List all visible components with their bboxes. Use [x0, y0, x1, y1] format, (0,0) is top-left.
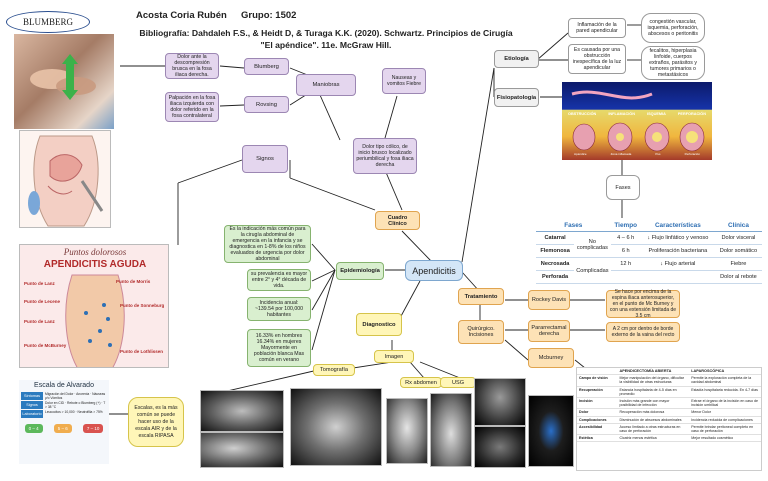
pararectal-node: Pararrectamal derecha: [528, 320, 570, 342]
epidemiology-fact-4: 16.33% en hombres 16.34% en mujeres Mayo…: [247, 329, 311, 367]
poster-title-small: Puntos dolorosos: [63, 247, 127, 257]
rovsing-anatomy-image: [19, 130, 111, 228]
doppler-image: [528, 395, 574, 467]
pain-description-node: Dolor tipo cólico, de inicio brusco loca…: [353, 138, 417, 174]
xray-image-1: [386, 398, 428, 464]
blumberg-description: Dolor ante la descompresión brusca en la…: [165, 53, 219, 79]
torso-illustration: [65, 274, 125, 367]
fases-node: Fases: [606, 175, 640, 200]
signos-node: Signos: [242, 145, 288, 173]
alvarado-scores: 0 – 4 5 – 6 7 – 10: [19, 424, 109, 433]
etiologia-node: Etiología: [494, 50, 539, 68]
rx-abdomen-node: Rx abdomen: [400, 377, 442, 388]
blumberg-node: Blumberg: [244, 58, 289, 75]
poster-point-6: Punto de McBurney: [24, 343, 67, 348]
etiology-cause-2: fecalitos, hiperplasia linfoide, cuerpos…: [641, 46, 705, 80]
ct-image-3: [290, 388, 382, 466]
surgery-comparison-table: Apendicectomía abierta Laparoscópica Cam…: [576, 367, 762, 471]
usg-image-1: [474, 378, 526, 426]
alvarado-title: Escala de Alvarado: [34, 382, 94, 389]
phases-row: Flemonosa 6 h Proliferación bacteriana D…: [536, 244, 762, 258]
epidemiology-fact-2: su prevalencia es mayor entre 2° y 4° dé…: [247, 269, 311, 291]
nausea-node: Nauseas y vomitos Fiebre: [382, 68, 426, 94]
abdomen-illustration: [28, 135, 104, 227]
epidemiology-fact-1: Es la indicación más común para la cirug…: [224, 225, 311, 263]
pathophysiology-captions: Apéndice Zona inflamada Pus Perforación: [574, 152, 700, 156]
rockey-davis-node: Rockey Davis: [528, 290, 570, 310]
mcburney-node: Mcburney: [528, 348, 574, 368]
poster-point-3: Punto de Lecene: [24, 299, 61, 304]
comparison-header-row: Apendicectomía abierta Laparoscópica: [577, 368, 761, 376]
poster-point-4: Punto de Sonneburg: [120, 303, 165, 308]
author-name: Acosta Coria Rubén: [136, 10, 227, 21]
pathophysiology-stage-labels: OBSTRUCCIÓN INFLAMACIÓN ISQUEMIA PERFORA…: [568, 112, 706, 116]
poster-point-2: Punto de Lanz: [24, 281, 55, 286]
poster-point-1: Punto de Morris: [116, 279, 151, 284]
epidemiology-node: Epidemiología: [336, 262, 384, 280]
rockey-description-node: Se hace por encima de la espina iliaca a…: [606, 289, 680, 319]
tomografia-node: Tomografía: [313, 364, 355, 376]
alvarado-description-node: Escalas, es la más común se puede hacer …: [128, 397, 184, 447]
fisiopatologia-node: Fisiopatología: [494, 88, 539, 107]
alvarado-row-1: Síntomas Migración del Dolor · Anorexia …: [21, 392, 107, 400]
phases-row: Catarral No complicadas 4 – 6 h ↓ Flujo …: [536, 231, 762, 258]
rovsing-node: Rovsing: [244, 96, 289, 113]
maniobras-node: Maniobras: [296, 74, 356, 96]
etiology-cause-1: congestión vascular, isquemia, perforaci…: [641, 13, 705, 43]
epidemiology-fact-3: Incidencia anual: ~139.54 por 100,000 ha…: [247, 297, 311, 321]
bibliography: Bibliografía: Dahdaleh F.S., & Heidt D, …: [139, 28, 513, 50]
hands-illustration: [30, 54, 96, 100]
etiology-item-2: Es causada por una obstrucción inespecíf…: [568, 44, 626, 74]
pathophysiology-image: OBSTRUCCIÓN INFLAMACIÓN ISQUEMIA PERFORA…: [562, 82, 712, 160]
poster-point-5: Punto de Lanz: [24, 319, 55, 324]
central-node-apendicitis: Apendicitis: [405, 260, 463, 281]
alvarado-row-3: Laboratorio Leucocitos > 10,000 · Neutro…: [21, 410, 103, 418]
tratamiento-node: Tratamiento: [458, 288, 504, 305]
xray-image-2: [430, 393, 472, 467]
rovsing-description: Palpación en la fosa iliaca izquierda co…: [165, 92, 219, 122]
usg-image-2: [474, 426, 526, 468]
ct-image-2: [200, 432, 284, 468]
ct-image-1: [200, 390, 284, 432]
phases-row: Perforada Dolor al rebote: [536, 270, 762, 284]
diagnostico-node: Diagnostico: [356, 313, 402, 336]
group-label: Grupo: 1502: [241, 10, 297, 21]
phases-table: Fases Tiempo Características Clínica Cat…: [536, 219, 762, 284]
phases-row: Necrosada Complicadas 12 h ↓ Flujo arter…: [536, 257, 762, 284]
alvarado-scale: Escala de Alvarado Síntomas Migración de…: [19, 380, 109, 464]
pain-points-poster: Puntos dolorosos APENDICITIS AGUDA Punto…: [19, 244, 169, 368]
imagen-node: Imagen: [374, 350, 414, 363]
blumberg-photo-label: BLUMBERG: [6, 11, 90, 33]
surgical-incisions-node: Quirúrgico. Incisiones: [458, 320, 504, 344]
etiology-item-1: Inflamación de la pared apendicular: [568, 18, 626, 38]
cuadro-clinico-node: Cuadro Clínico: [375, 211, 420, 230]
blumberg-photo: [14, 34, 114, 129]
poster-title-big: APENDICITIS AGUDA: [43, 259, 147, 270]
phases-header-row: Fases Tiempo Características Clínica: [536, 219, 762, 232]
poster-point-7: Punto de Lothlissen: [120, 349, 164, 354]
pararectal-description-node: A 2 cm por dentro de borde externo de la…: [606, 322, 680, 342]
alvarado-row-2: Signos Dolor en CID · Rebote o Blumberg …: [21, 401, 107, 409]
appendix-stages-illustration: [571, 90, 705, 152]
usg-node: USG: [440, 377, 476, 388]
